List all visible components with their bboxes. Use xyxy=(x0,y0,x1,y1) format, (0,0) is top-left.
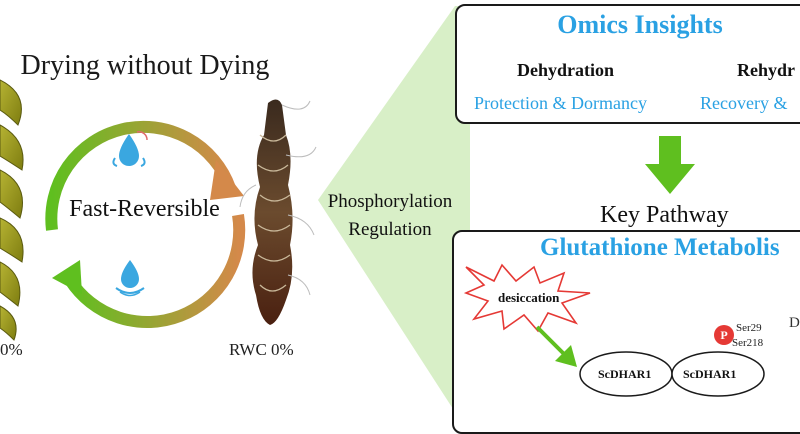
water-drop-icon xyxy=(112,131,148,167)
glutathione-title: Glutathione Metabolis xyxy=(540,234,780,261)
rwc-right-label: RWC 0% xyxy=(229,340,294,359)
down-arrow-icon xyxy=(645,136,695,194)
rwc-left-label: 0% xyxy=(0,340,23,359)
phosphorylation-line1: Phosphorylation xyxy=(327,191,453,212)
enzyme-before-label: ScDHAR1 xyxy=(598,367,652,381)
site-ser218-label: Ser218 xyxy=(732,337,764,349)
cut-text: D xyxy=(789,315,800,331)
rehydration-label: Rehydr xyxy=(737,60,795,80)
site-ser29-label: Ser29 xyxy=(736,322,762,334)
omics-panel xyxy=(455,4,800,124)
plant-leaf-icon xyxy=(0,79,24,341)
cycle-label: Fast-Reversible xyxy=(69,196,220,222)
dried-plant-icon xyxy=(239,99,317,325)
recovery-label: Recovery & xyxy=(700,93,788,113)
omics-title: Omics Insights xyxy=(557,10,723,39)
dehydration-label: Dehydration xyxy=(517,60,615,80)
key-pathway-label: Key Pathway xyxy=(600,202,729,228)
protection-label: Protection & Dormancy xyxy=(474,93,647,113)
pathway-panel xyxy=(452,230,800,434)
trigger-arrow-icon xyxy=(535,325,577,367)
phosphorylation-line2: Regulation xyxy=(348,219,432,240)
reversible-cycle-diagram xyxy=(45,120,246,328)
phospho-badge: P xyxy=(714,325,734,345)
water-drop-icon xyxy=(115,260,145,297)
enzyme-after-label: ScDHAR1 xyxy=(683,367,737,381)
desiccation-label: desiccation xyxy=(498,290,560,305)
desiccation-burst-icon xyxy=(464,263,591,333)
title: Drying without Dying xyxy=(20,50,270,81)
phosphorylation-label: Phosphorylation Regulation xyxy=(310,188,470,244)
enzyme-shapes xyxy=(579,351,765,397)
